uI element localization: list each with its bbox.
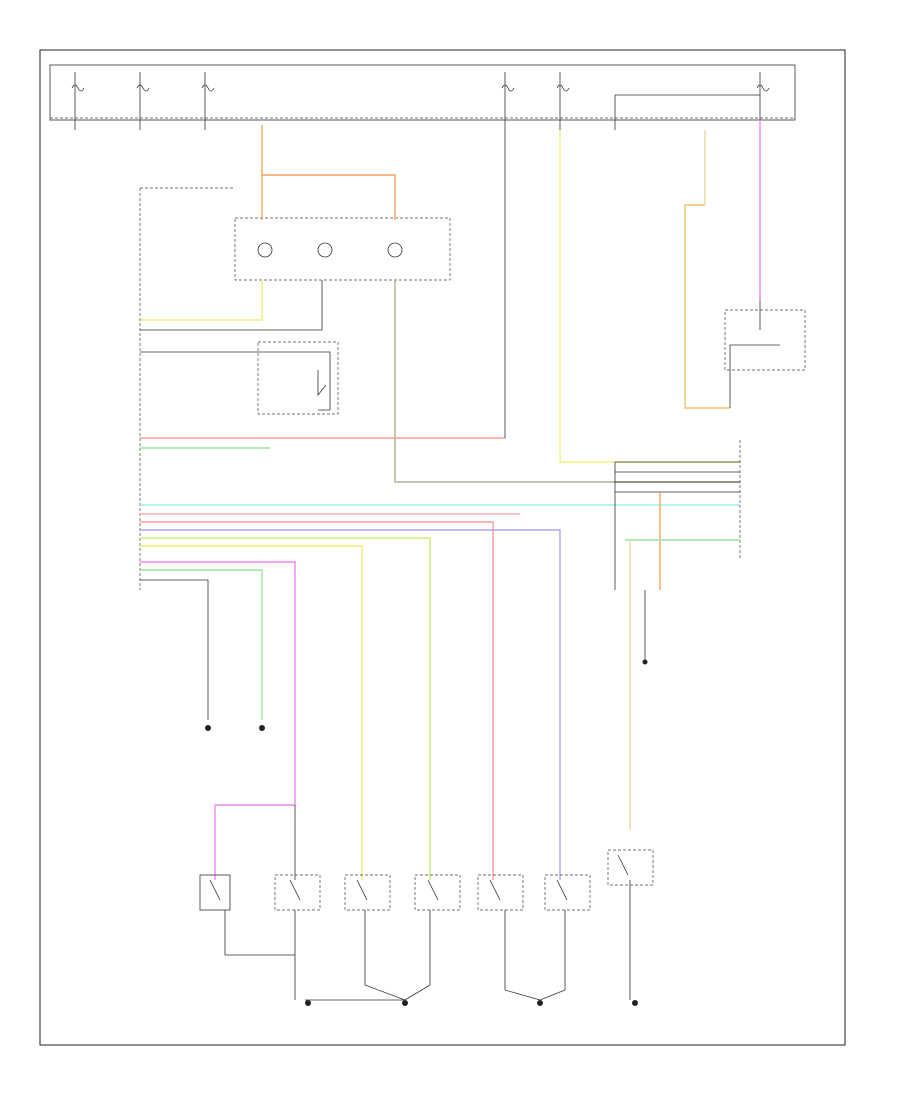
fuse-group [74,72,761,130]
orange-wire [261,125,396,220]
door-switch [724,300,806,408]
yellow-wire-cluster [140,280,263,321]
instrument-cluster [234,217,451,281]
gray-wire-cluster [394,280,740,483]
key-switch [140,341,339,415]
fuse-panel-strip [49,64,796,130]
ground-symbols [205,725,638,1006]
page-frame [39,49,846,1046]
violet-wire [140,561,296,790]
ground-harness [224,880,631,1001]
blue-wire [140,529,561,880]
module-bracket [139,187,235,590]
yellow-wire-right [559,130,740,463]
switch-bank [199,849,654,911]
connector-block-right [614,440,741,665]
green-wire [140,537,431,880]
fuse-symbols [71,84,770,92]
orange-loop [684,204,730,409]
